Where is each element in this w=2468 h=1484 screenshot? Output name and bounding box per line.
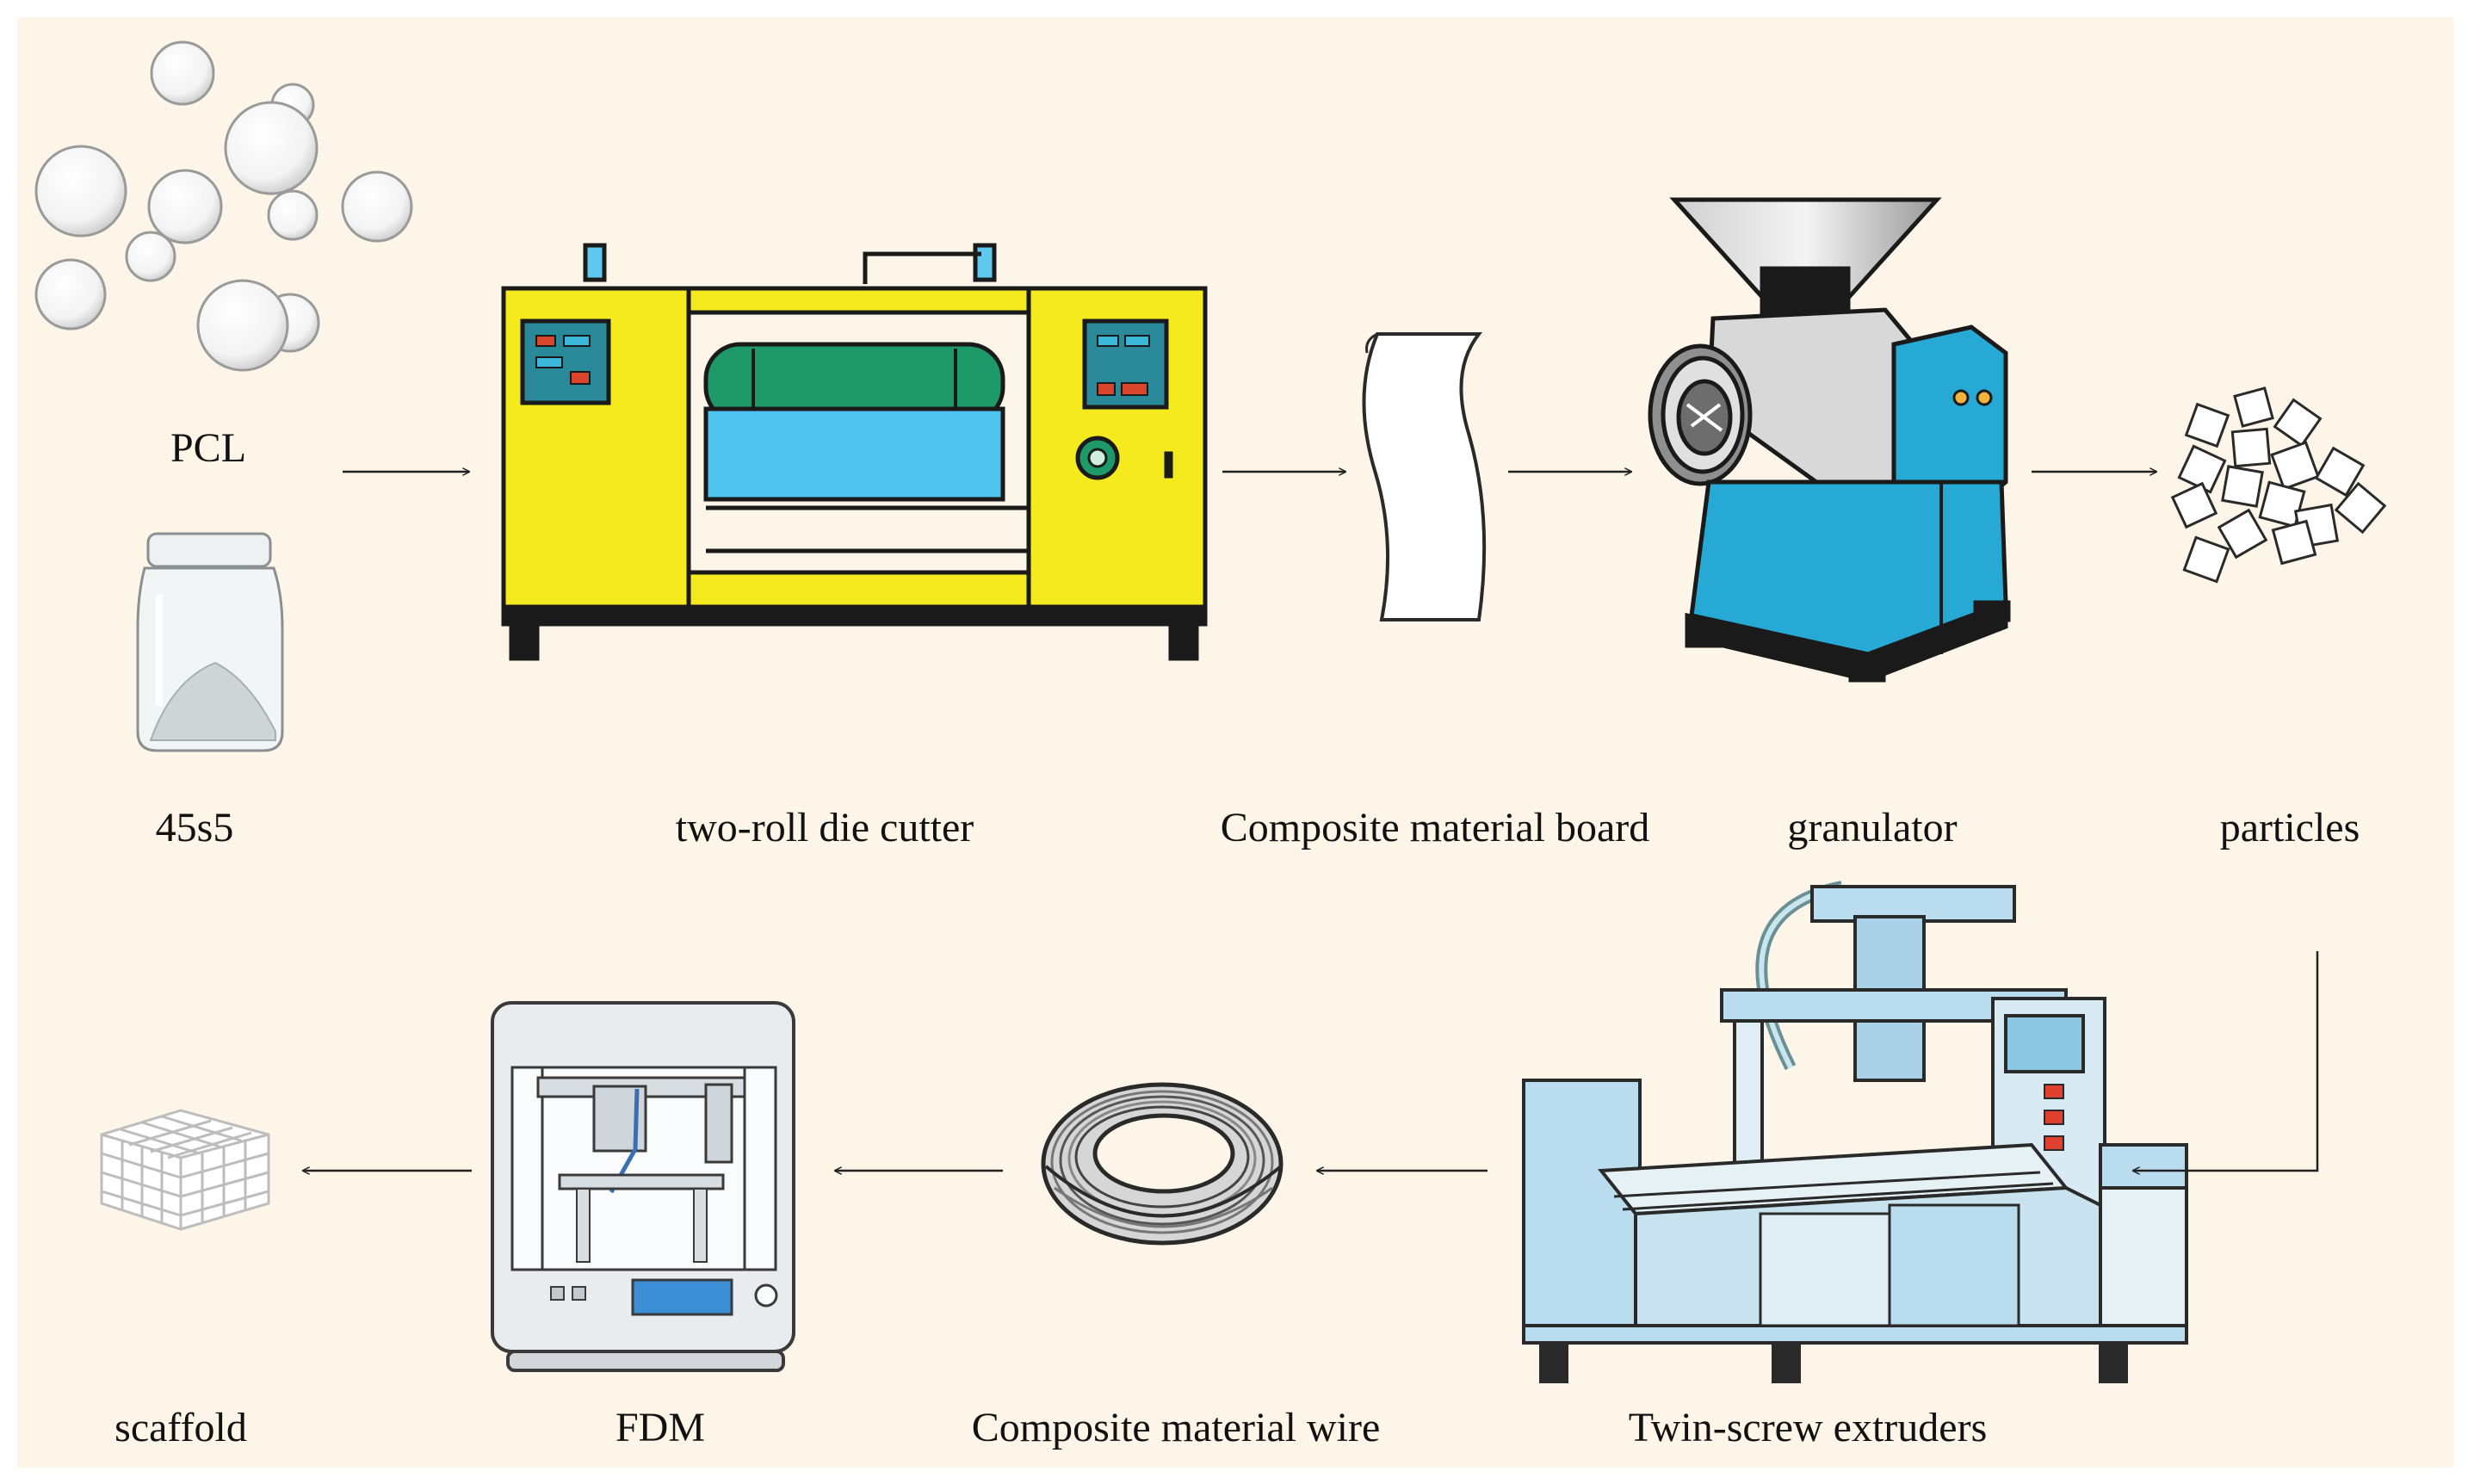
label-granulator: granulator <box>1787 805 1958 850</box>
label-two-roll-die-cutter: two-roll die cutter <box>675 805 974 850</box>
two-roll-die-cutter-icon <box>501 243 1208 661</box>
label-particles: particles <box>2219 805 2360 850</box>
label-fdm: FDM <box>615 1405 706 1450</box>
bioglass-jar-icon <box>136 532 284 752</box>
scaffold-icon <box>100 1109 270 1231</box>
flow-arrows <box>303 472 2319 1171</box>
composite-board-icon <box>1362 332 1487 621</box>
composite-wire-spool-icon <box>1041 1082 1283 1246</box>
particles-icon <box>2170 386 2387 584</box>
label-scaffold: scaffold <box>114 1405 247 1450</box>
label-pcl: PCL <box>170 425 247 471</box>
twin-screw-extruder-icon <box>1522 881 2188 1383</box>
label-composite-material-wire: Composite material wire <box>971 1405 1381 1450</box>
fdm-printer-icon <box>491 1001 795 1372</box>
label-twin-screw-extruders: Twin-screw extruders <box>1628 1405 1988 1450</box>
label-composite-material-board: Composite material board <box>1220 805 1650 850</box>
pcl-spheres-icon <box>34 40 413 372</box>
granulator-icon <box>1648 197 2011 683</box>
label-45s5: 45s5 <box>155 805 234 850</box>
arrow-particles-to-extruder <box>2133 951 2319 1171</box>
